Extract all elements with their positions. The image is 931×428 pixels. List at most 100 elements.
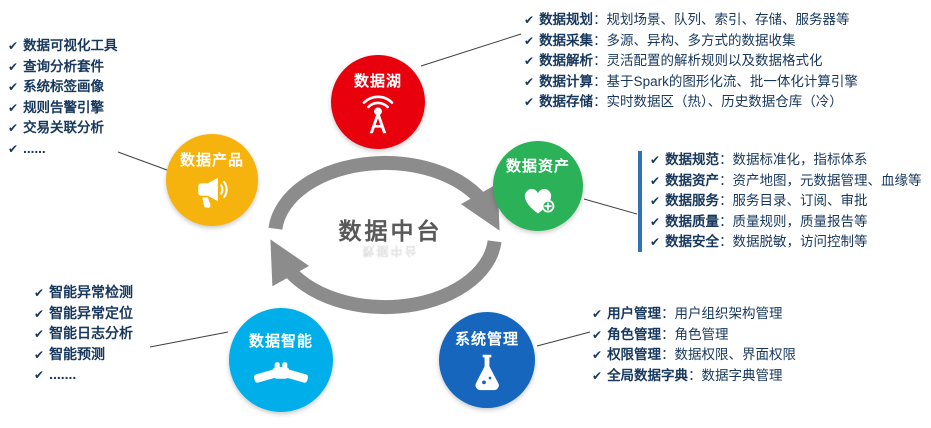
feature-text: 规则告警引擎 — [23, 99, 105, 115]
feature-text: 智能异常检测 — [49, 284, 134, 300]
check-icon: ✔ — [650, 214, 661, 229]
feature-desc: ：质量规则，质量报告等 — [719, 213, 868, 229]
feature-desc: ：灵活配置的解析规则以及数据格式化 — [593, 53, 823, 68]
list-item: ✔数据解析：灵活配置的解析规则以及数据格式化 — [524, 51, 858, 72]
connector-lake-line — [420, 33, 522, 67]
check-icon: ✔ — [34, 368, 45, 382]
feature-label: 数据服务 — [665, 193, 720, 208]
list-item: ✔ 权限管理：数据权限、界面权限 — [592, 345, 796, 366]
check-icon: ✔ — [650, 194, 661, 208]
list-item: ✔ 交易关联分析 — [8, 118, 118, 139]
list-item: ✔ 数据计算：基于Spark的图形化流、批一体化计算引擎 — [524, 72, 858, 93]
node-data-lake: 数据湖 — [331, 55, 425, 149]
list-item: ✔ 全局数据字典：数据字典管理 — [592, 366, 796, 387]
feature-label: 数据采集 — [539, 32, 594, 48]
asset-list-bracket — [638, 151, 642, 252]
feature-desc: ：数据权限、界面权限 — [661, 347, 797, 362]
node-data-asset-label: 数据资产 — [505, 157, 570, 175]
check-icon: ✔ — [592, 368, 603, 383]
feature-desc: ：基于Spark的图形化流、批一体化计算引擎 — [593, 73, 858, 89]
feature-text: ....... — [49, 366, 77, 382]
feature-text: 智能异常定位 — [49, 304, 134, 321]
intelligence-feature-list: ✔智能异常检测 ✔智能异常定位 ✔智能日志分析 ✔智能预测 ✔....... — [34, 283, 133, 386]
list-item: ✔....... — [34, 365, 133, 386]
check-icon: ✔ — [650, 235, 661, 249]
feature-label: 全局数据字典 — [607, 367, 689, 383]
node-data-intelligence: 数据智能 — [229, 308, 333, 412]
lake-feature-list: ✔ 数据规划：规划场景、队列、索引、存储、服务器等 ✔ 数据采集：多源、异构、多方式… — [524, 10, 858, 113]
heart-plus-icon — [524, 188, 555, 213]
check-icon: ✔ — [8, 59, 19, 74]
check-icon: ✔ — [8, 121, 19, 135]
feature-text: 数据可视化工具 — [23, 38, 118, 53]
feature-label: 权限管理 — [607, 347, 662, 362]
feature-desc: ：用户组织架构管理 — [661, 306, 783, 321]
feature-text: ...... — [23, 140, 46, 156]
list-item: ✔系统标签画像 — [8, 77, 118, 98]
center-title: 数据中台 — [338, 218, 443, 244]
node-data-lake-label: 数据湖 — [353, 72, 402, 90]
feature-label: 数据资产 — [665, 172, 720, 188]
connector-system-line — [536, 331, 591, 347]
feature-desc: ：数据字典管理 — [688, 367, 783, 383]
check-icon: ✔ — [34, 306, 45, 321]
feature-label: 数据质量 — [665, 213, 720, 229]
list-item: ✔智能异常检测 — [34, 283, 133, 304]
list-item: ✔ 数据质量：质量规则，质量报告等 — [650, 212, 922, 233]
antenna-icon — [362, 95, 394, 133]
feature-text: 交易关联分析 — [23, 120, 105, 135]
node-data-intelligence-label: 数据智能 — [248, 332, 313, 350]
check-icon: ✔ — [524, 33, 535, 48]
node-data-asset: 数据资产 — [493, 141, 583, 231]
check-icon: ✔ — [592, 348, 603, 362]
list-item: ✔...... — [8, 139, 118, 160]
feature-label: 数据存储 — [539, 94, 594, 109]
check-icon: ✔ — [524, 74, 535, 89]
check-icon: ✔ — [592, 327, 603, 342]
feature-text: 系统标签画像 — [23, 79, 105, 94]
feature-label: 数据解析 — [539, 53, 594, 68]
feature-label: 用户管理 — [607, 306, 662, 321]
node-data-product-label: 数据产品 — [179, 151, 244, 169]
check-icon: ✔ — [650, 173, 661, 188]
feature-text: 智能日志分析 — [49, 325, 134, 341]
check-icon: ✔ — [650, 153, 661, 167]
feature-desc: ：多源、异构、多方式的数据收集 — [593, 32, 796, 48]
connector-intelligence-line — [149, 331, 229, 348]
cycle-arrow-bottom — [270, 239, 502, 315]
feature-label: 数据规划 — [539, 12, 594, 27]
list-item: ✔角色管理：角色管理 — [592, 325, 796, 346]
node-system-management: 系统管理 — [439, 312, 535, 408]
node-system-management-label: 系统管理 — [454, 330, 519, 348]
check-icon: ✔ — [592, 307, 603, 321]
connector-product-line — [117, 151, 168, 171]
check-icon: ✔ — [524, 13, 535, 27]
list-item: ✔数据可视化工具 — [8, 36, 118, 57]
flask-icon — [475, 354, 499, 390]
feature-desc: ：服务目录、订阅、审批 — [719, 193, 868, 208]
check-icon: ✔ — [8, 100, 19, 115]
list-item: ✔ 数据存储：实时数据区（热）、历史数据仓库（冷） — [524, 92, 858, 113]
product-feature-list: ✔数据可视化工具 ✔查询分析套件 ✔系统标签画像 ✔规则告警引擎 ✔交易关联分析… — [8, 36, 118, 159]
feature-desc: ：规划场景、队列、索引、存储、服务器等 — [593, 12, 850, 27]
feature-text: 智能预测 — [49, 345, 106, 362]
connector-asset-line — [583, 198, 638, 215]
node-data-product: 数据产品 — [166, 134, 258, 226]
list-item: ✔ 数据资产：资产地图，元数据管理、血缘等 — [650, 171, 922, 192]
handshake-icon — [254, 361, 308, 383]
list-item: ✔ 用户管理：用户组织架构管理 — [592, 304, 796, 325]
megaphone-icon — [198, 177, 228, 208]
system-feature-list: ✔用户管理：用户组织架构管理 ✔角色管理：角色管理 ✔权限管理：数据权限、界面权… — [592, 304, 796, 386]
cycle-arrow-top — [268, 155, 500, 231]
feature-desc: ：实时数据区（热）、历史数据仓库（冷） — [593, 94, 843, 109]
feature-desc: ：资产地图，元数据管理、血缘等 — [719, 172, 922, 188]
check-icon: ✔ — [524, 95, 535, 109]
feature-label: 角色管理 — [607, 326, 662, 342]
check-icon: ✔ — [8, 141, 19, 156]
asset-feature-list: ✔数据规范：数据标准化，指标体系 ✔数据资产：资产地图，元数据管理、血缘等 ✔数… — [650, 150, 922, 253]
feature-label: 数据计算 — [539, 73, 594, 89]
list-item: ✔ 数据采集：多源、异构、多方式的数据收集 — [524, 31, 858, 52]
feature-text: 查询分析套件 — [23, 58, 105, 74]
